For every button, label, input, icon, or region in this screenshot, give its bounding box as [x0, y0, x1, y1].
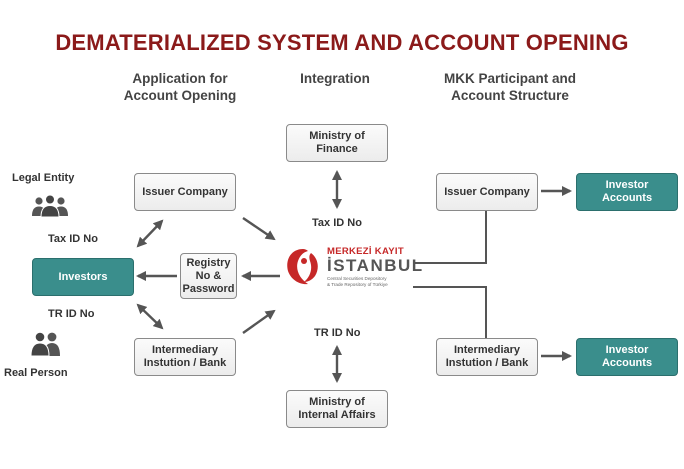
merkezi-kayit-logo: MERKEZİ KAYIT İSTANBUL Central Securitie…: [283, 244, 422, 292]
connector-logo-issuer: [413, 210, 487, 264]
intermediary-left-line1: Intermediary: [151, 344, 219, 356]
intermediary-right-line2: Instution / Bank: [445, 357, 529, 369]
ministry-internal-affairs-box: Ministry of Internal Affairs: [286, 390, 388, 428]
column-header-mkk-line1: MKK Participant and: [443, 71, 576, 86]
intermediary-left-line2: Instution / Bank: [143, 357, 227, 369]
ministry-internal-line2: Internal Affairs: [298, 409, 376, 421]
issuer-company-right-box: Issuer Company: [436, 173, 538, 211]
investor-accounts-bottom-box: Investor Accounts: [576, 338, 678, 376]
column-header-application-line1: Application for: [132, 71, 228, 86]
investor-accounts-bottom-line2: Accounts: [601, 357, 653, 369]
ministry-of-finance-box: Ministry of Finance: [286, 124, 388, 162]
column-header-mkk: MKK Participant and Account Structure: [425, 70, 595, 104]
logo-main-text: İSTANBUL: [327, 256, 424, 275]
couple-people-icon: [30, 331, 60, 356]
investor-accounts-top-box: Investor Accounts: [576, 173, 678, 211]
logo-sub-line2: & Trade Repository of Türkiye: [327, 281, 388, 287]
logo-top-text: MERKEZİ KAYIT: [327, 246, 404, 257]
investor-accounts-top-line2: Accounts: [601, 192, 653, 204]
arrow-intermediary-investors: [136, 303, 164, 330]
column-header-mkk-line2: Account Structure: [451, 88, 569, 103]
tr-id-left-label: TR ID No: [48, 308, 95, 320]
ministry-of-finance-line2: Finance: [316, 143, 358, 155]
page-title: DEMATERIALIZED SYSTEM AND ACCOUNT OPENIN…: [55, 30, 629, 55]
column-header-application: Application for Account Opening: [110, 70, 250, 104]
registry-box: Registry No & Password: [180, 253, 237, 299]
investor-accounts-bottom-line1: Investor: [605, 344, 649, 356]
arrow-issuer-investors: [136, 219, 164, 248]
registry-line3: Password: [182, 282, 235, 295]
ministry-internal-line1: Ministry of: [309, 396, 365, 408]
intermediary-right-box: Intermediary Instution / Bank: [436, 338, 538, 376]
investor-accounts-top-line1: Investor: [605, 179, 649, 191]
logo-sub-line1: Central Securities Depository: [327, 276, 387, 281]
tax-id-mid-label: Tax ID No: [312, 217, 362, 229]
registry-line2: No &: [195, 269, 222, 282]
logo-sub-text: Central Securities Depository & Trade Re…: [327, 276, 388, 287]
legal-entity-label: Legal Entity: [12, 172, 75, 184]
tax-id-left-label: Tax ID No: [48, 233, 98, 245]
issuer-company-left-box: Issuer Company: [134, 173, 236, 211]
registry-line1: Registry: [186, 256, 231, 269]
connector-logo-intermediary: [413, 286, 487, 338]
investors-box: Investors: [32, 258, 134, 296]
arrow-issuer-logo: [242, 217, 276, 241]
real-person-label: Real Person: [4, 367, 68, 379]
arrow-logo-intermediary: [242, 309, 276, 334]
merkezi-kayit-logo-icon: [287, 249, 318, 285]
column-header-integration: Integration: [300, 71, 370, 86]
column-header-application-line2: Account Opening: [123, 88, 237, 103]
intermediary-left-box: Intermediary Instution / Bank: [134, 338, 236, 376]
intermediary-right-line1: Intermediary: [453, 344, 521, 356]
tr-id-mid-label: TR ID No: [314, 327, 361, 339]
ministry-of-finance-line1: Ministry of: [309, 130, 365, 142]
group-people-icon: [32, 194, 68, 217]
